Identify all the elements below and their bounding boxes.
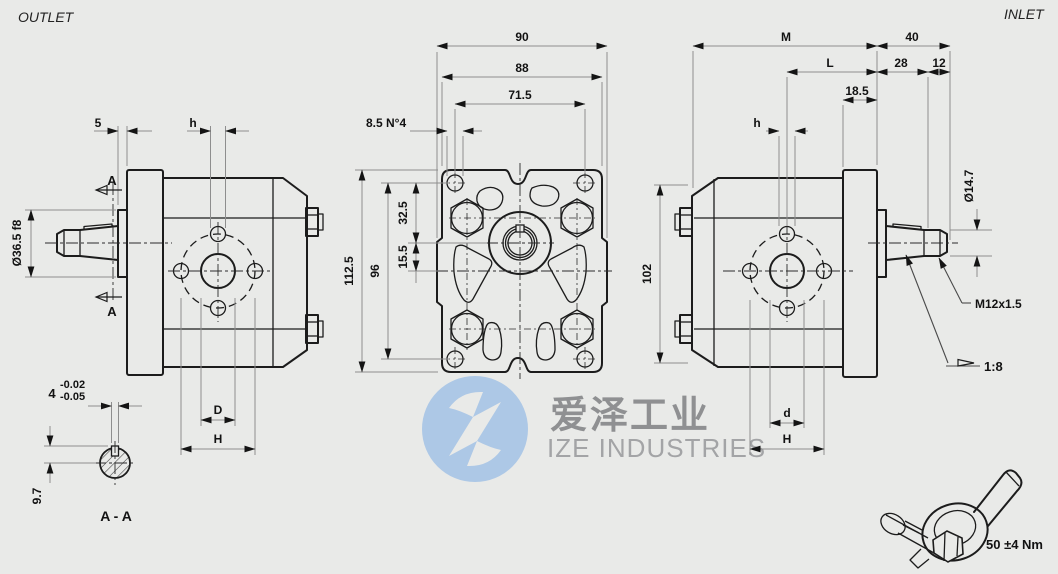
dim-40-label: 40 bbox=[905, 30, 919, 44]
dim-28-label: 28 bbox=[894, 56, 908, 70]
dim-102-label: 102 bbox=[640, 264, 654, 284]
dim-hole-note-label: 8.5 N°4 bbox=[366, 116, 406, 130]
rear-bolt-top bbox=[305, 207, 324, 237]
thread-callout-label: M12x1.5 bbox=[975, 297, 1022, 311]
key-width-tol-upper: -0.02 bbox=[60, 379, 85, 391]
taper-callout-label: 1:8 bbox=[984, 359, 1003, 374]
front-bolt-top bbox=[674, 207, 693, 237]
taper-slope-icon bbox=[957, 358, 975, 367]
key-width-tol-lower: -0.05 bbox=[60, 391, 85, 403]
watermark: 爱泽工业 IZE INDUSTRIES bbox=[422, 376, 766, 482]
inlet-label: INLET bbox=[1004, 6, 1045, 22]
dim-M-label: M bbox=[781, 30, 791, 44]
left-view-dimensions: 5 h A A Ø36.5 f8 D H bbox=[10, 116, 256, 455]
dim-h-right-label: h bbox=[753, 116, 760, 130]
rear-bolt-bottom bbox=[305, 314, 324, 344]
watermark-chinese-text: 爱泽工业 bbox=[550, 393, 710, 437]
right-side-view bbox=[674, 169, 958, 378]
front-view-dimensions: 90 88 71.5 8.5 N°4 112.5 96 32.5 15.5 bbox=[342, 30, 608, 373]
dim-H-right-label: H bbox=[783, 432, 792, 446]
dim-90-label: 90 bbox=[515, 30, 529, 44]
front-view bbox=[436, 163, 612, 379]
section-marker-a-bottom: A bbox=[107, 304, 117, 319]
section-marker-a-top: A bbox=[107, 173, 117, 188]
torque-wrench-illustration bbox=[880, 469, 1023, 569]
right-view-dimensions: M 40 L 28 12 18.5 h 102 Ø14.7 bbox=[640, 30, 1022, 455]
dim-112-5-label: 112.5 bbox=[342, 256, 356, 286]
dim-71-5-label: 71.5 bbox=[508, 88, 532, 102]
dim-15-5-label: 15.5 bbox=[396, 245, 410, 269]
section-a-a-title: A - A bbox=[100, 508, 132, 524]
dim-5-label: 5 bbox=[95, 116, 102, 130]
dim-key-depth-label: 9.7 bbox=[30, 487, 44, 504]
dim-key-width-label: 4 bbox=[48, 386, 56, 401]
dim-D-left-label: D bbox=[214, 403, 223, 417]
dim-H-left-label: H bbox=[214, 432, 223, 446]
outlet-label: OUTLET bbox=[18, 9, 75, 25]
dim-h-left-label: h bbox=[189, 116, 196, 130]
dim-boss-dia-label: Ø36.5 f8 bbox=[10, 219, 24, 266]
dim-32-5-label: 32.5 bbox=[396, 201, 410, 225]
dim-96-label: 96 bbox=[368, 264, 382, 278]
dim-shaft-dia-label: Ø14.7 bbox=[962, 169, 976, 202]
dim-88-label: 88 bbox=[515, 61, 529, 75]
dim-L-label: L bbox=[826, 56, 833, 70]
dim-12-label: 12 bbox=[932, 56, 946, 70]
dim-d-right-label: d bbox=[783, 406, 790, 420]
watermark-english-text: IZE INDUSTRIES bbox=[547, 433, 766, 463]
front-bolt-bottom bbox=[674, 314, 693, 344]
torque-note-label: 50 ±4 Nm bbox=[986, 537, 1043, 552]
dim-18-5-label: 18.5 bbox=[845, 84, 869, 98]
section-a-a: 4 -0.02 -0.05 9.7 A - A bbox=[30, 379, 142, 524]
